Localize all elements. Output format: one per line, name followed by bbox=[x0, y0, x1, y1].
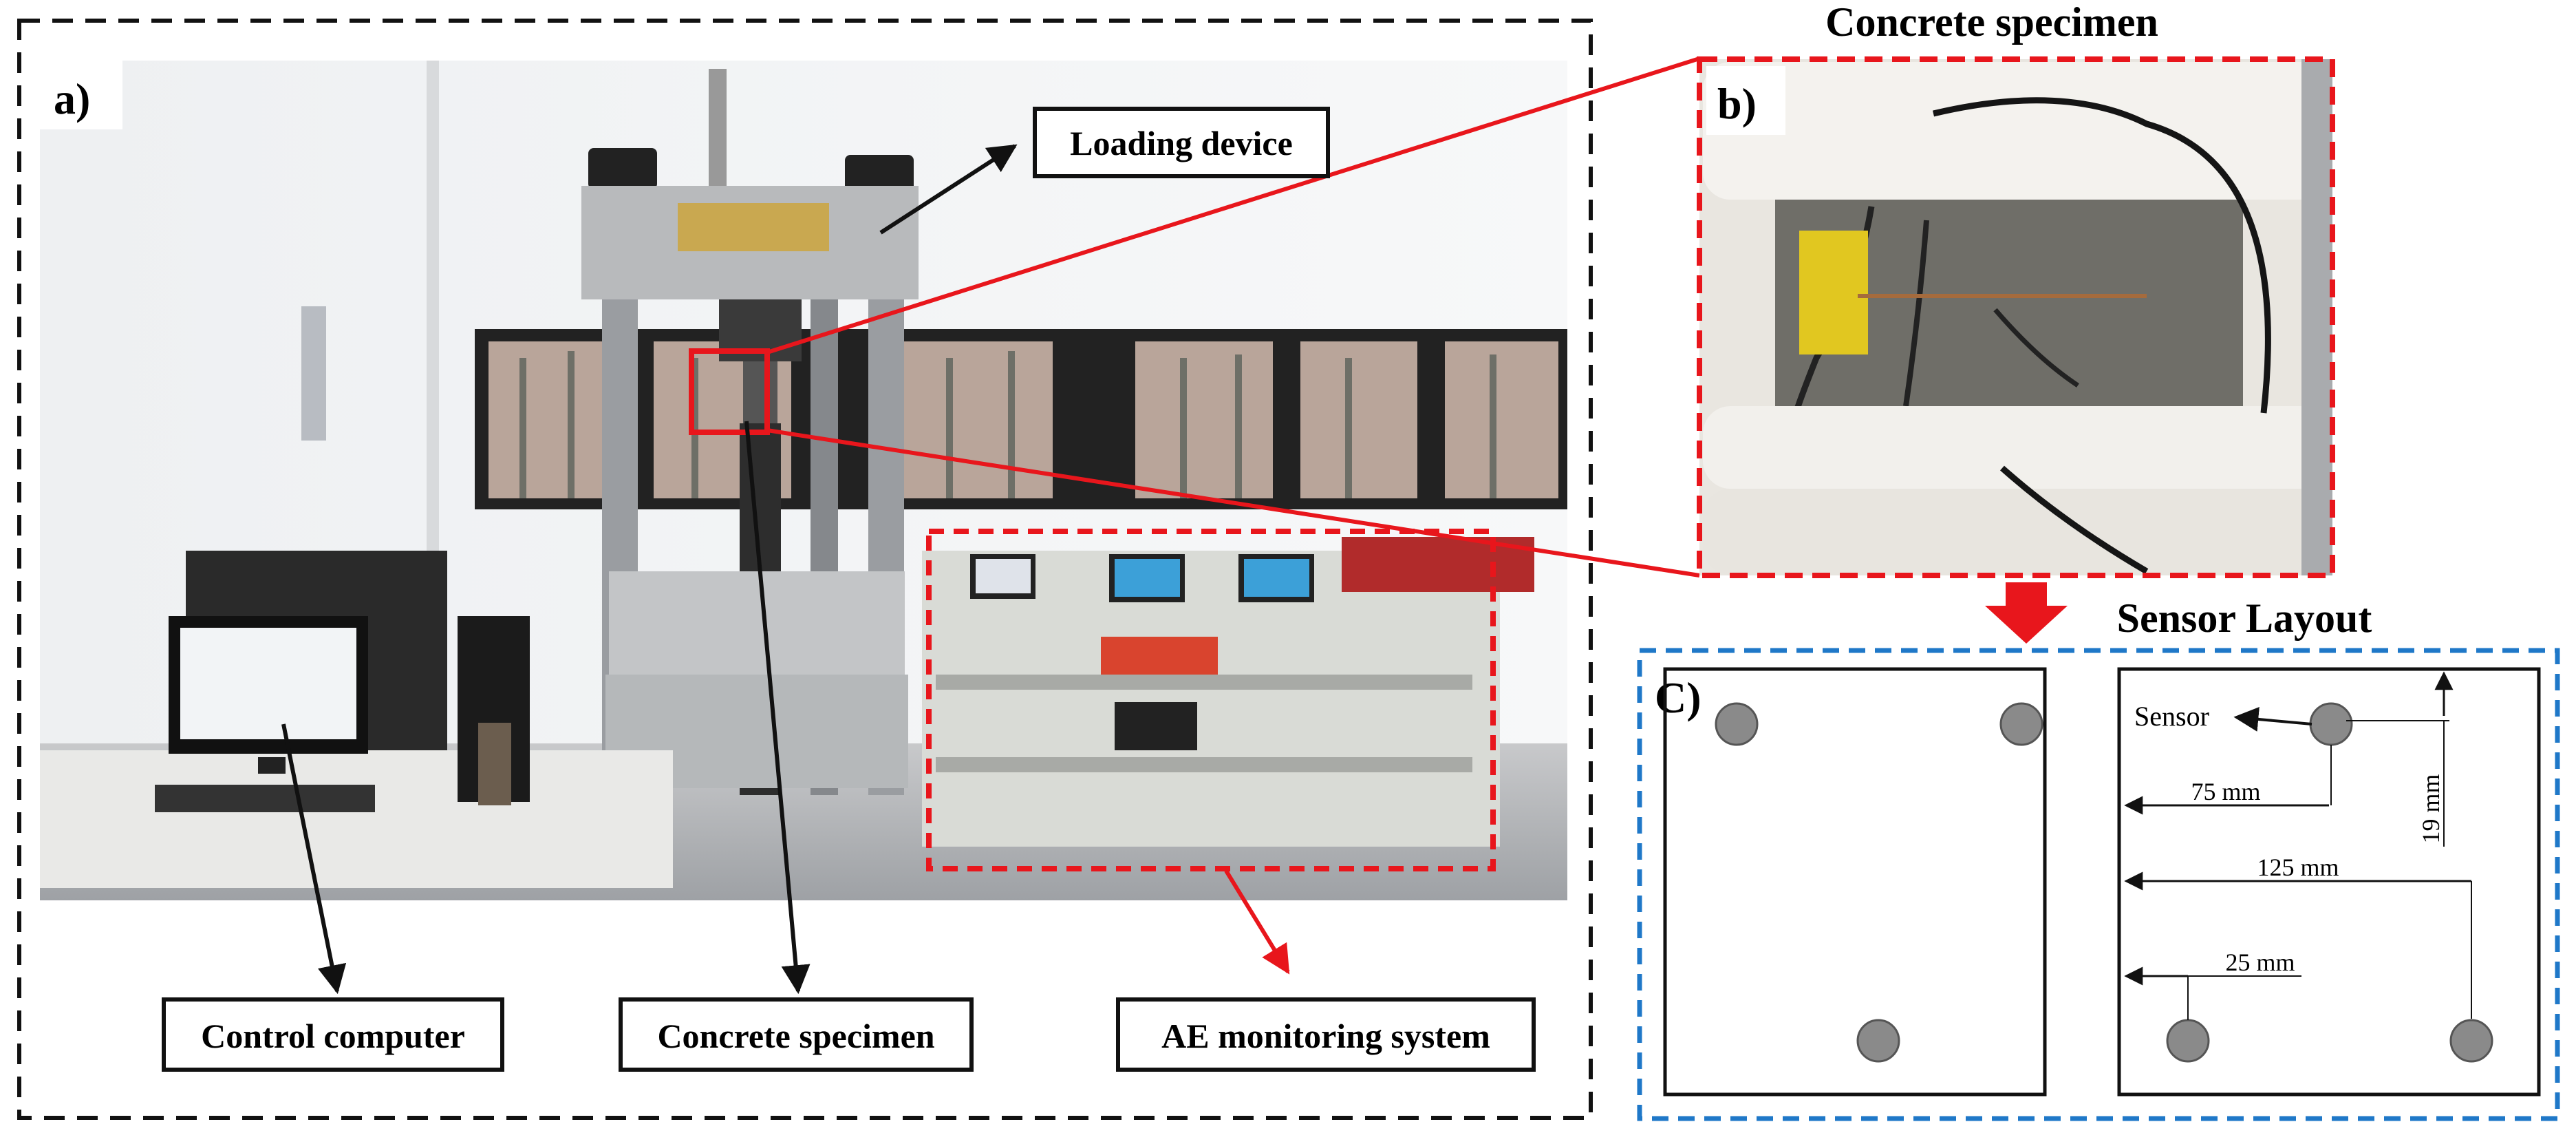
sensor-dot bbox=[1715, 702, 1759, 746]
panel-b-tag: b) bbox=[1717, 79, 1757, 128]
panel-b-tag-bg bbox=[1706, 66, 1785, 135]
panel-c-title: Sensor Layout bbox=[2117, 595, 2372, 641]
sensor-label: Sensor bbox=[2134, 701, 2209, 732]
sensor-dot bbox=[2166, 1019, 2210, 1063]
panel-c-frame bbox=[1637, 648, 2560, 1121]
ae-monitoring-box bbox=[1116, 997, 1536, 1072]
ae-monitoring-label: AE monitoring system bbox=[1161, 1017, 1490, 1055]
sensor-dot bbox=[1856, 1019, 1900, 1063]
panel-a-tag: a) bbox=[54, 74, 90, 123]
ae-system-highlight-box bbox=[926, 529, 1496, 871]
specimen-photo bbox=[1699, 59, 2332, 575]
down-arrow-icon bbox=[1985, 582, 2068, 644]
dim-75-label: 75 mm bbox=[2191, 778, 2260, 805]
panel-a-frame bbox=[17, 19, 1593, 1120]
loading-device-arrow bbox=[879, 144, 1018, 235]
sensor-dot bbox=[1999, 702, 2043, 746]
dim-25-label: 25 mm bbox=[2225, 949, 2295, 976]
control-computer-arrow bbox=[281, 723, 347, 995]
lab-photo bbox=[40, 61, 1567, 900]
concrete-specimen-callout-label: Concrete specimen bbox=[657, 1017, 934, 1055]
sensor-face-left bbox=[1663, 667, 2047, 1097]
panel-c-tag: C) bbox=[1655, 673, 1702, 722]
dim-19-label: 19 mm bbox=[2417, 774, 2445, 843]
concrete-specimen-arrow bbox=[744, 421, 811, 995]
concrete-specimen-callout-box bbox=[619, 997, 974, 1072]
zoom-line-bottom bbox=[766, 428, 1700, 578]
loading-device-label: Loading device bbox=[1070, 124, 1293, 162]
loading-device-box bbox=[1033, 107, 1330, 178]
sensor-dot bbox=[2449, 1019, 2493, 1063]
sensor-dot bbox=[2309, 702, 2353, 746]
control-computer-box bbox=[162, 997, 504, 1072]
specimen-highlight-box bbox=[689, 348, 770, 435]
zoom-line-top bbox=[766, 56, 1700, 354]
sensor-face-right bbox=[2117, 667, 2541, 1097]
dim-125-label: 125 mm bbox=[2257, 854, 2339, 881]
sensor-pointer-arrow bbox=[2233, 707, 2312, 732]
panel-b-frame bbox=[1697, 56, 2335, 578]
panel-a-tag-bg bbox=[40, 61, 122, 129]
control-computer-label: Control computer bbox=[201, 1017, 465, 1055]
panel-b-title: Concrete specimen bbox=[1825, 0, 2158, 45]
ae-monitoring-arrow bbox=[1224, 869, 1290, 975]
